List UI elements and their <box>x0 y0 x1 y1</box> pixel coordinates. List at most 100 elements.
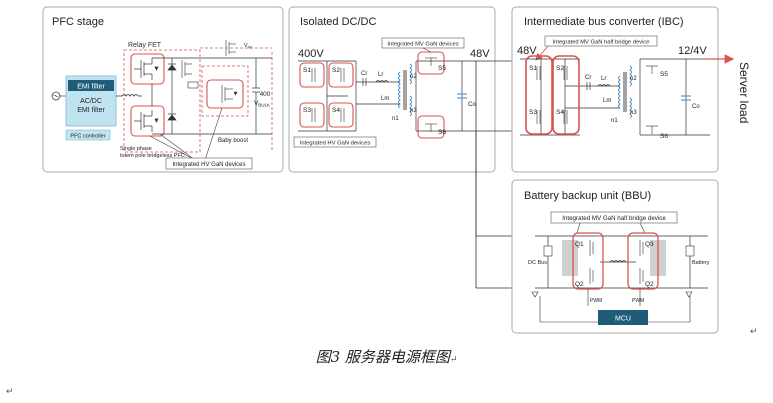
boost-inductor <box>116 94 142 97</box>
bbu-integrated-mv-label: Integrated MV GaN half bridge device <box>562 215 666 222</box>
baby-boost-label: Baby boost <box>218 138 248 144</box>
pfc-controller-label: PFC controller <box>70 134 105 140</box>
ibc-secondary-switch-icons <box>646 65 658 134</box>
ibc-transformer <box>618 65 632 119</box>
pfc-stage-title: PFC stage <box>52 16 104 28</box>
bbu-dc-bus-label: DC Bus <box>528 260 547 266</box>
ibc-s3-label: S3 <box>529 109 537 116</box>
relay-fet-dashed-box <box>123 49 201 153</box>
emi-filter-header <box>68 80 114 91</box>
dcdc-s4-label: S4 <box>332 107 340 114</box>
dcdc-resonant-tank <box>362 78 389 86</box>
bbu-pwm-lines <box>539 289 691 323</box>
ibc-n3-label: n3 <box>630 110 637 116</box>
dcdc-cr-label: Cr <box>361 71 367 77</box>
paragraph-mark: ↵ <box>750 326 758 336</box>
bbu-q2b-label: Q2 <box>645 281 654 288</box>
dcdc-s1-label: S1 <box>303 67 311 74</box>
ibc-title: Intermediate bus converter (IBC) <box>524 16 684 28</box>
dcdc-n1-label: n1 <box>392 116 399 122</box>
dcdc-vout: 48V <box>470 48 490 60</box>
baby-boost-fet-icon <box>221 85 238 103</box>
bbu-title: Battery backup unit (BBU) <box>524 190 651 202</box>
ibc-n2-label: n2 <box>630 76 637 82</box>
pfc-vout-number: 400 <box>260 91 271 98</box>
baby-boost-highlight <box>206 79 244 109</box>
ibc-s5-label: S5 <box>660 71 668 78</box>
pfc-controller-block <box>65 129 111 141</box>
pfc-vin-label: VIN <box>244 43 252 50</box>
relay-fet-label: Relay FET <box>128 42 162 49</box>
acdc-label: AC/DC <box>80 98 102 105</box>
ibc-cr-label: Cr <box>585 75 591 81</box>
ac-source-icon <box>51 91 66 101</box>
dcdc-rails <box>298 60 490 132</box>
bbu-q2-label: Q2 <box>575 281 584 288</box>
emi-filter-label: EMI filter <box>77 84 105 91</box>
bbu-pwm2-label: PWM <box>632 298 644 304</box>
bbu-left-switch-icons <box>589 240 594 284</box>
ibc-lm-label: Lm <box>603 98 611 104</box>
dcdc-s5-label: S5 <box>438 65 446 72</box>
dcdc-s3-highlight <box>299 102 325 128</box>
ibc-callout-arrow <box>535 45 549 61</box>
dcdc-secondary-switch-icons <box>425 57 437 132</box>
pfc-fet-bottom-highlight <box>130 105 165 137</box>
dcdc-s4-highlight <box>328 102 354 128</box>
pfc-vout-label: VBULK <box>254 100 270 108</box>
dcdc-co-label: Co <box>468 102 476 108</box>
server-load-label: Server load <box>737 62 751 123</box>
bbu-mcu-block <box>598 310 648 325</box>
dcdc-transformer <box>398 63 412 117</box>
dcdc-lr-label: Lr <box>378 72 383 78</box>
acdc-emi-label: EMI filter <box>77 107 105 114</box>
ibc-integrated-mv-label: Integrated MV GaN half bridge device <box>553 40 650 46</box>
ibc-s4-label: S4 <box>556 109 564 116</box>
dcdc-s2-highlight <box>328 62 354 88</box>
dcdc-n2-label: n2 <box>410 74 417 80</box>
dcdc-s6-highlight <box>417 115 445 139</box>
dcdc-vin: 400V <box>298 48 324 60</box>
pfc-stage-panel: PFC stage EMI filter AC/DC EMI filter PF… <box>42 6 284 173</box>
pfc-totem-pole-label: totem pole bridgeless PFC <box>120 153 185 159</box>
ibc-n1-label: n1 <box>611 118 618 124</box>
bbu-right-switch-icons <box>639 240 644 284</box>
caption-return-mark: ↵ <box>449 355 458 365</box>
ibc-half-bridge-2-highlight <box>552 55 580 135</box>
dcdc-s2-label: S2 <box>332 67 340 74</box>
bbu-q3-label: Q3 <box>645 241 654 248</box>
pfc-output-rails <box>200 57 272 135</box>
dcdc-integrated-mv-label: Integrated MV GaN devices <box>387 42 458 48</box>
ibc-half-bridge-1-highlight <box>525 55 553 135</box>
relay-switch-icon <box>181 60 199 89</box>
bbu-q1-label: Q1 <box>575 241 584 248</box>
bbu-left-heatsink <box>562 240 578 276</box>
ibc-resonant-tank <box>586 82 611 90</box>
isolated-dcdc-panel: Isolated DC/DC 400V 48V S1 <box>288 6 496 173</box>
figure-caption: 图3 服务器电源框图↵ <box>0 346 773 367</box>
dcdc-primary-switch-icons <box>311 68 345 122</box>
dcdc-n3-label: n3 <box>410 108 417 114</box>
pfc-fet-top-icon <box>134 58 159 80</box>
ibc-vout: 12/4V <box>678 45 707 57</box>
bbu-integrated-mv-box <box>550 211 678 224</box>
dcdc-lm-label: Lm <box>381 96 389 102</box>
pfc-callout-lines <box>149 107 223 161</box>
pfc-fet-bottom-icon <box>134 110 159 132</box>
ibc-s6-label: S6 <box>660 133 668 140</box>
dcdc-integrated-hv-box <box>293 136 377 148</box>
ibc-rails <box>520 58 710 136</box>
dcdc-title: Isolated DC/DC <box>300 16 376 28</box>
bbu-mcu-label: MCU <box>615 316 631 323</box>
dcdc-s6-label: S6 <box>438 129 446 136</box>
ibc-co-label: Co <box>692 104 700 110</box>
dcdc-integrated-hv-label: Integrated HV GaN devices <box>300 141 371 147</box>
ibc-output-capacitor <box>681 95 691 101</box>
dcdc-s3-label: S3 <box>303 107 311 114</box>
pfc-fet-top-highlight <box>130 53 165 85</box>
paragraph-mark: ↵ <box>6 386 14 396</box>
ibc-primary-switch-icons <box>536 66 568 124</box>
pfc-integrated-hv-box <box>165 157 253 170</box>
dcdc-output-capacitor <box>457 93 467 99</box>
ibc-s1-label: S1 <box>529 65 537 72</box>
